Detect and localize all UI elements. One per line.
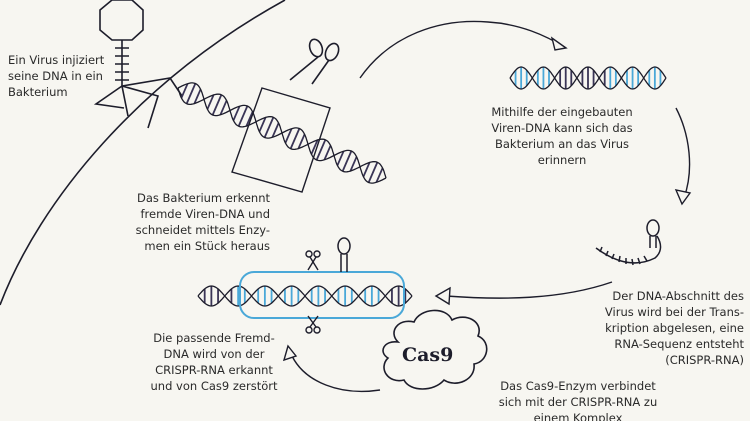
base-pair (375, 167, 384, 183)
base-pair (271, 122, 280, 138)
base-pair (341, 150, 353, 172)
dna-strand (509, 66, 667, 90)
base-pair (211, 94, 223, 116)
arrow-to-memory (359, 20, 567, 79)
arrowhead (434, 286, 451, 306)
base-pair (263, 116, 275, 138)
dna-strand (197, 285, 413, 307)
cas9-complex-outline (239, 271, 405, 319)
caption-virus-injects: Ein Virus injiziert seine DNA in ein Bak… (8, 53, 105, 99)
base-pair (206, 94, 215, 110)
target-dna-helix (197, 285, 413, 307)
caption-destruction: Die passende Fremd- DNA wird von der CRI… (150, 331, 278, 393)
base-pair (232, 105, 241, 121)
arrow-to-transcription (675, 107, 691, 199)
arrowhead (550, 36, 568, 51)
hairpin-icon (337, 237, 351, 272)
virus-icon (93, 0, 183, 129)
dna-strand (177, 82, 387, 184)
base-pair (237, 105, 249, 127)
base-pair (362, 162, 371, 178)
base-pair (185, 83, 197, 105)
base-pair (367, 161, 379, 183)
base-pair (310, 139, 319, 155)
base-pair (315, 139, 327, 161)
arrowhead (674, 189, 692, 206)
base-pair (297, 133, 306, 149)
base-pair (245, 111, 254, 127)
base-pair (180, 83, 189, 99)
injected-dna-helix (177, 82, 387, 184)
base-pair (219, 100, 228, 116)
cut-frame (231, 87, 331, 193)
base-pair (323, 145, 332, 161)
caption-memory: Mithilfe der eingebauten Viren-DNA kann … (491, 105, 633, 167)
arrow-to-cas9 (445, 281, 613, 299)
scissors-icon (305, 250, 321, 271)
base-pair (349, 156, 358, 172)
base-pair (258, 117, 267, 133)
dna-strand (509, 66, 667, 90)
caption-transcription: Der DNA-Abschnitt des Virus wird bei der… (604, 289, 744, 367)
arrowhead (282, 344, 298, 362)
bacterium-membrane (0, 0, 286, 306)
cas9-cloud (382, 309, 488, 390)
crispr-rna-icon (595, 219, 662, 266)
base-pair (193, 88, 202, 104)
scissors-icon (305, 315, 321, 334)
scissors-icon (289, 38, 340, 85)
caption-bacterium-recognizes: Das Bakterium erkennt fremde Viren-DNA u… (135, 191, 270, 253)
base-pair (284, 128, 293, 144)
base-pair (289, 128, 301, 150)
cas9-label: Cas9 (402, 344, 454, 366)
base-pair (336, 150, 345, 166)
caption-cas9-binds: Das Cas9-Enzym verbindet sich mit der CR… (498, 379, 658, 421)
arrow-to-destruction (291, 355, 381, 393)
integrated-dna-helix (509, 66, 667, 90)
